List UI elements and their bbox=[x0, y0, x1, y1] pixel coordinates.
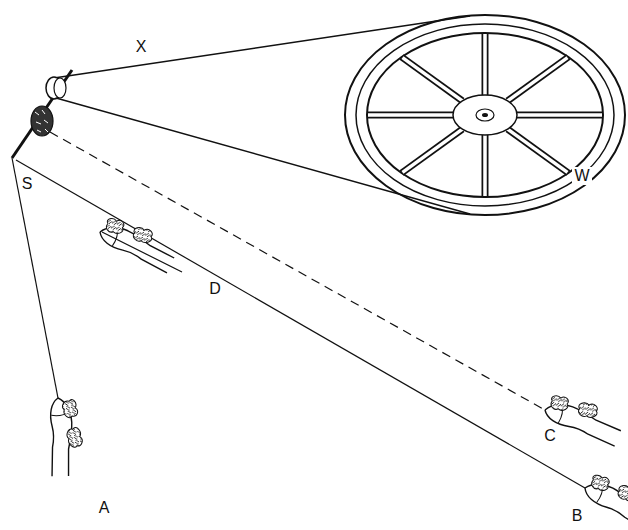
part-letter: B bbox=[570, 507, 585, 525]
part-letter: D bbox=[207, 280, 223, 298]
part-letter: X bbox=[134, 38, 149, 56]
part-letter: W bbox=[572, 167, 591, 185]
part-letter: S bbox=[20, 175, 35, 193]
part-letter: A bbox=[97, 499, 112, 517]
part-letter: C bbox=[542, 427, 558, 445]
